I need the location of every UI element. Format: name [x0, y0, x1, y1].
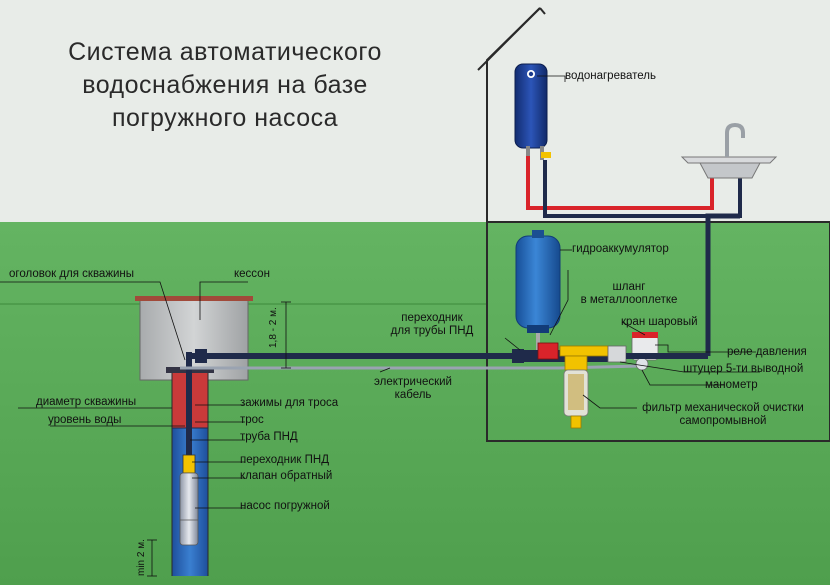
cold-water-pipe — [543, 160, 742, 218]
label-ball-valve: кран шаровый — [621, 316, 698, 328]
label-adapter-pnd-pipe-line-2: для трубы ПНД — [390, 325, 474, 337]
label-electric-cable-line-1: электрический — [374, 376, 452, 388]
water-heater — [514, 63, 551, 160]
label-wellhead: оголовок для скважины — [9, 268, 135, 280]
label-rope: трос — [240, 414, 264, 426]
diagram-title: Система автоматического водоснабжения на… — [30, 36, 420, 135]
label-well-diameter: диаметр скважины — [36, 396, 137, 408]
label-min-depth: min 2 м. — [136, 539, 147, 576]
label-filter-line-2: самопромывной — [679, 415, 767, 427]
label-rope-clamps: зажимы для троса — [240, 397, 339, 409]
label-filter-line-1: фильтр механической очистки — [642, 402, 804, 414]
label-water-heater: водонагреватель — [565, 70, 656, 82]
sink — [680, 122, 778, 179]
label-filter: фильтр механической очистки самопромывно… — [623, 402, 823, 428]
ground — [0, 222, 830, 585]
label-electric-cable-line-2: кабель — [394, 389, 432, 401]
label-check-valve: клапан обратный — [240, 470, 333, 482]
pump-body — [179, 472, 199, 546]
label-caisson-depth: 1,8 - 2 м. — [268, 307, 279, 348]
label-water-level: уровень воды — [48, 414, 122, 426]
dimension-lines — [147, 301, 291, 577]
title-line-3: погружного насоса — [111, 104, 339, 132]
label-caisson: кессон — [234, 268, 270, 280]
title-line-2: водоснабжения на базе — [82, 71, 368, 99]
label-submersible-pump: насос погружной — [240, 500, 330, 512]
label-pressure-relay: реле давления — [727, 346, 807, 358]
leader-lines — [0, 75, 760, 509]
label-accumulator: гидроаккумулятор — [572, 243, 669, 255]
house — [477, 7, 830, 442]
label-electric-cable: электрический кабель — [358, 376, 468, 402]
hydro-accumulator — [515, 230, 561, 333]
label-adapter-pnd-pipe: переходник для трубы ПНД — [372, 312, 492, 338]
label-hose-line-1: шланг — [612, 281, 646, 293]
self-cleaning-filter — [563, 355, 589, 429]
adapter-pnd — [195, 349, 207, 363]
label-hose: шланг в металлооплетке — [574, 281, 684, 307]
cold-riser-pipe — [705, 213, 740, 356]
check-valve-body — [182, 454, 196, 474]
label-manometer: манометр — [705, 379, 758, 391]
hot-water-pipe — [526, 156, 714, 210]
label-adapter-pnd-pipe-line-1: переходник — [401, 312, 463, 324]
label-pnd-pipe: труба ПНД — [240, 431, 298, 443]
label-pnd-adapter: переходник ПНД — [240, 454, 329, 466]
electric-cable — [180, 364, 641, 370]
caisson — [135, 296, 253, 381]
title-line-1: Система автоматического — [68, 38, 382, 66]
label-hose-line-2: в металлооплетке — [580, 294, 678, 306]
label-fitting-5way: штуцер 5-ти выводной — [683, 363, 804, 375]
well-pnd-pipe — [186, 352, 192, 470]
